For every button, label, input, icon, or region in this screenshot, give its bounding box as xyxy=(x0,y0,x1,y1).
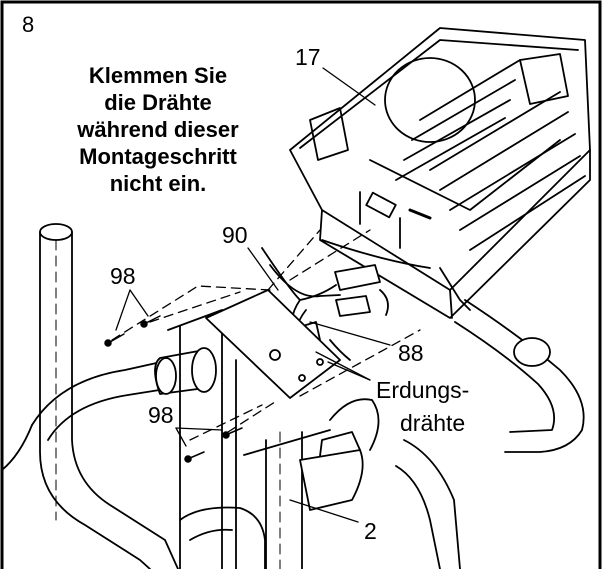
callout-part-98-lower: 98 xyxy=(148,402,174,428)
callout-part-98-upper: 98 xyxy=(110,263,136,289)
warning-note-line: nicht ein. xyxy=(109,171,207,196)
right-arm-tube xyxy=(454,299,585,453)
callout-ground-wires-line1: Erdungs- xyxy=(376,377,470,403)
screws-lower-98 xyxy=(184,427,243,463)
leader-lines xyxy=(115,67,391,523)
warning-note: Klemmen Sie die Drähte während dieser Mo… xyxy=(58,62,258,197)
mounting-plate xyxy=(205,289,341,399)
callout-part-90: 90 xyxy=(222,222,248,248)
left-arm-tube xyxy=(1,359,173,471)
assembly-guide-lines xyxy=(111,229,421,441)
left-grip xyxy=(154,347,217,395)
left-handlebar xyxy=(39,223,179,569)
warning-note-line: die Drähte xyxy=(104,90,212,115)
screws-upper-98 xyxy=(104,315,161,347)
callout-part-2: 2 xyxy=(364,518,377,544)
callout-part-88: 88 xyxy=(398,340,424,366)
callout-part-17: 17 xyxy=(295,44,321,70)
callout-ground-wires-line2: drähte xyxy=(400,410,466,436)
warning-note-line: während dieser xyxy=(77,117,239,142)
lower-frame xyxy=(179,398,461,569)
warning-note-line: Montageschritt xyxy=(79,144,237,169)
step-number: 8 xyxy=(22,12,35,37)
console-assembly xyxy=(289,27,591,319)
upright-post xyxy=(167,309,331,569)
warning-note-line: Klemmen Sie xyxy=(88,63,228,88)
